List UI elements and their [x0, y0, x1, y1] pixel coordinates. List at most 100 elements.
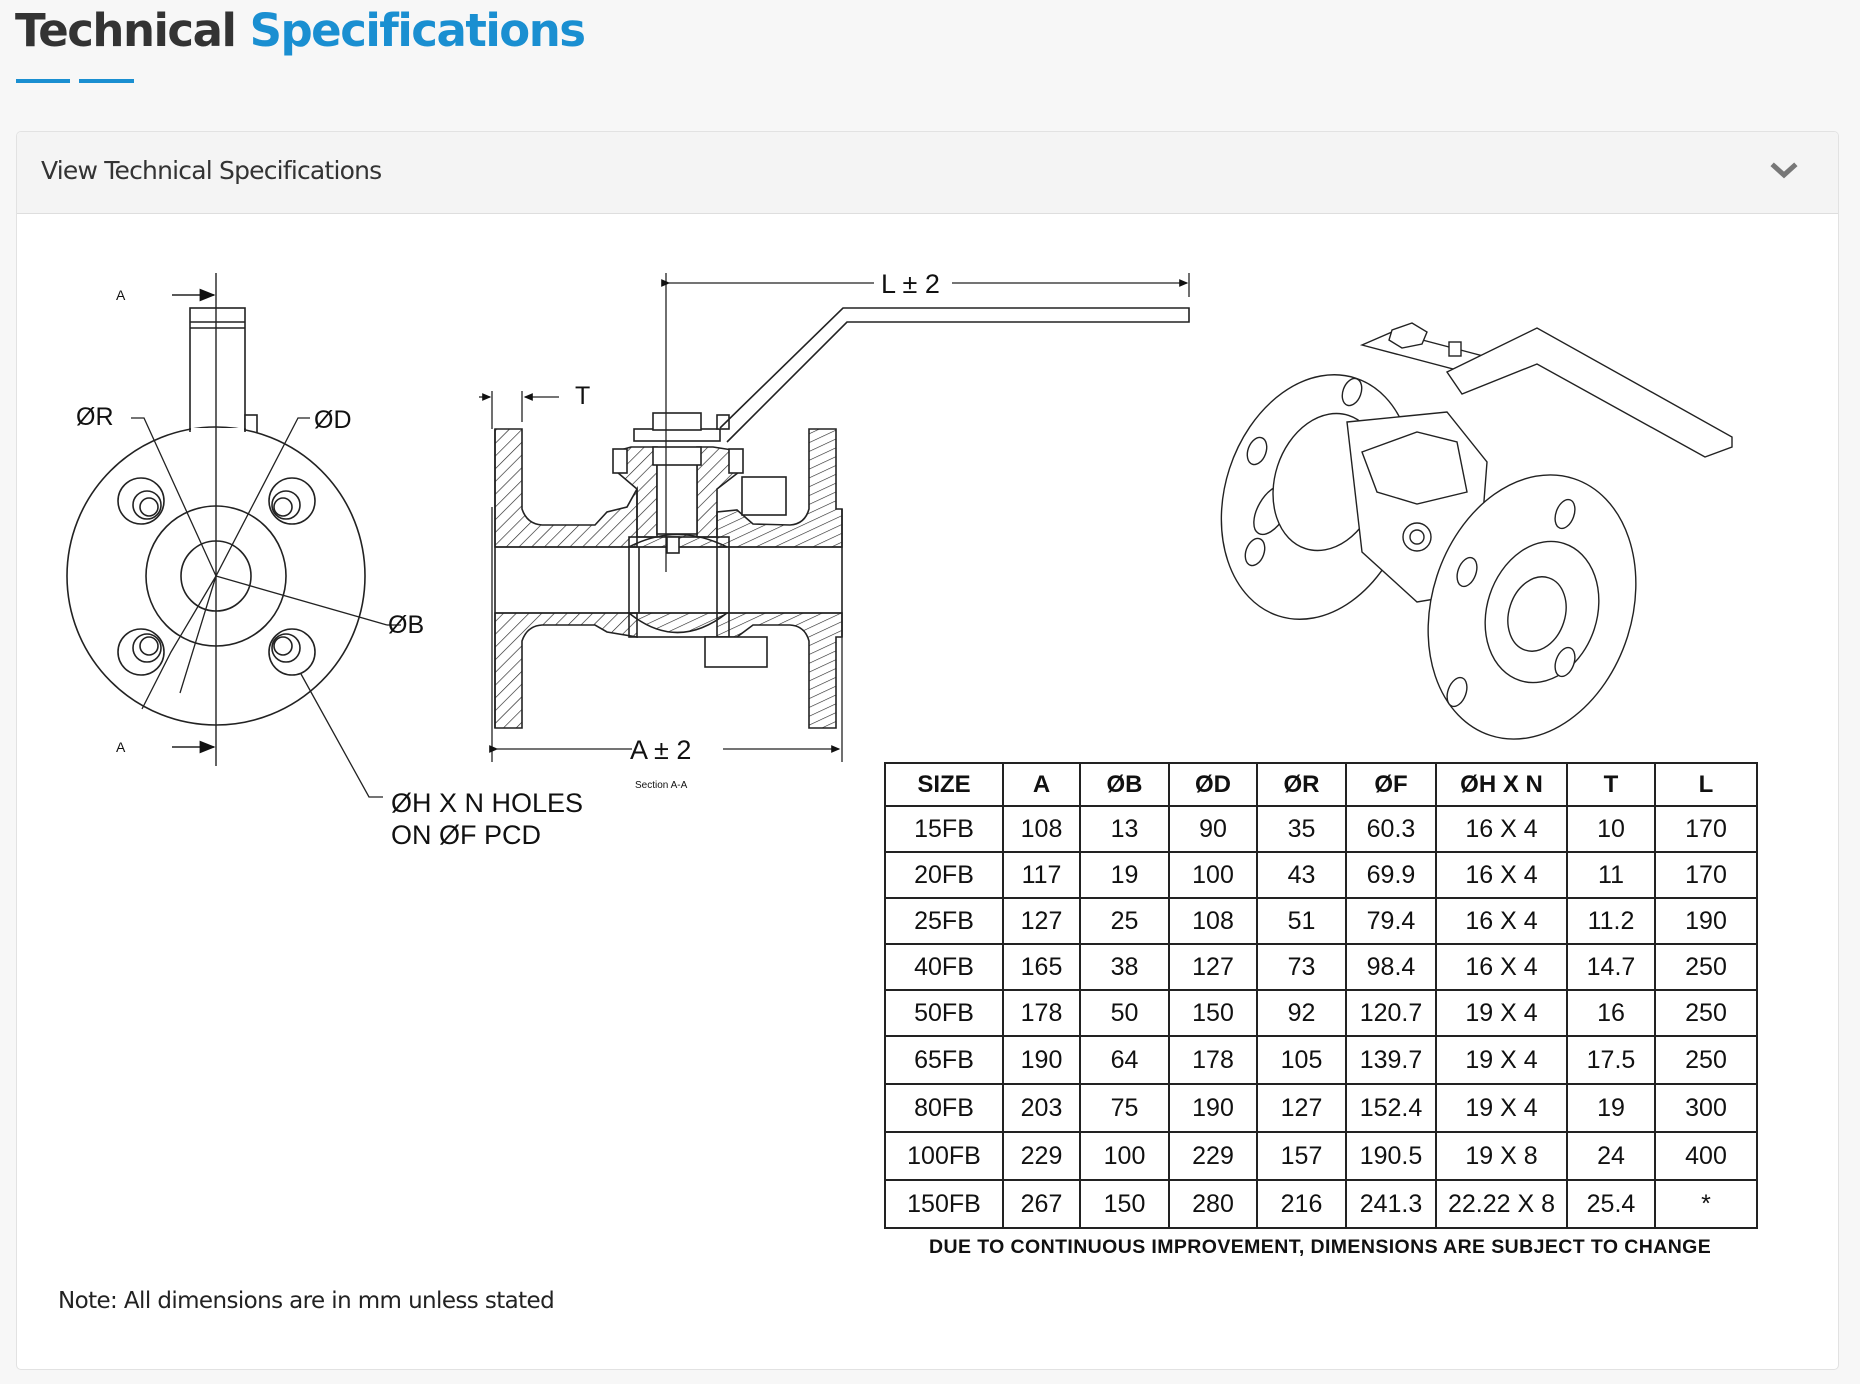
dimension-cell: 16 — [1566, 989, 1656, 1037]
column-header: ØH X N — [1435, 762, 1568, 807]
size-cell: 100FB — [884, 1131, 1004, 1181]
thickness-label: T — [575, 382, 590, 410]
dimension-cell: 19 X 4 — [1435, 1083, 1568, 1133]
column-header: L — [1654, 762, 1758, 807]
dimension-cell: 117 — [1002, 851, 1081, 899]
size-cell: 25FB — [884, 897, 1004, 945]
dimension-cell: 19 — [1566, 1083, 1656, 1133]
page-title: Technical Specifications — [15, 4, 586, 57]
accordion-header[interactable]: View Technical Specifications — [17, 132, 1838, 214]
dimension-cell: 150 — [1168, 989, 1258, 1037]
dimension-cell: 16 X 4 — [1435, 943, 1568, 991]
dimension-cell: 170 — [1654, 851, 1758, 899]
section-view — [479, 273, 1190, 762]
dimension-cell: 190.5 — [1345, 1131, 1437, 1181]
column-header: ØB — [1079, 762, 1170, 807]
bolt-hole — [117, 477, 165, 525]
dimension-cell: 157 — [1256, 1131, 1347, 1181]
hole-callout-line-1: ØH X N HOLES — [391, 788, 583, 818]
dimension-cell: 100 — [1168, 851, 1258, 899]
dimension-cell: 127 — [1256, 1083, 1347, 1133]
title-part-2: Specifications — [249, 4, 586, 57]
dimension-cell: 150 — [1079, 1179, 1170, 1229]
title-underline-segment — [79, 79, 134, 83]
stem-nut — [652, 412, 702, 431]
chevron-down-icon[interactable] — [1770, 160, 1798, 182]
length-dimension-label: L ± 2 — [881, 269, 940, 299]
size-cell: 65FB — [884, 1035, 1004, 1085]
column-header: ØR — [1256, 762, 1347, 807]
dimension-cell: 24 — [1566, 1131, 1656, 1181]
dimension-cell: 60.3 — [1345, 805, 1437, 853]
dimension-cell: 16 X 4 — [1435, 805, 1568, 853]
tech-specs-accordion: View Technical Specifications — [16, 131, 1839, 1370]
bolt-hole — [117, 628, 165, 676]
dim-label-d: ØD — [314, 406, 352, 434]
bolt-hole — [268, 477, 316, 525]
table-disclaimer: DUE TO CONTINUOUS IMPROVEMENT, DIMENSION… — [929, 1236, 1712, 1258]
dimension-cell: 14.7 — [1566, 943, 1656, 991]
accordion-header-label: View Technical Specifications — [41, 156, 382, 185]
dimension-cell: * — [1654, 1179, 1758, 1229]
dimension-cell: 17.5 — [1566, 1035, 1656, 1085]
section-marker-label: A — [116, 739, 126, 755]
size-cell: 50FB — [884, 989, 1004, 1037]
dimension-cell: 139.7 — [1345, 1035, 1437, 1085]
dimension-cell: 73 — [1256, 943, 1347, 991]
dimension-cell: 100 — [1079, 1131, 1170, 1181]
dimension-cell: 152.4 — [1345, 1083, 1437, 1133]
dimension-cell: 75 — [1079, 1083, 1170, 1133]
column-header: T — [1566, 762, 1656, 807]
dimension-cell: 69.9 — [1345, 851, 1437, 899]
dimension-cell: 203 — [1002, 1083, 1081, 1133]
dimension-cell: 120.7 — [1345, 989, 1437, 1037]
title-part-1: Technical — [15, 4, 237, 57]
dimension-cell: 64 — [1079, 1035, 1170, 1085]
dimension-cell: 51 — [1256, 897, 1347, 945]
dimension-cell: 25 — [1079, 897, 1170, 945]
dimension-cell: 250 — [1654, 1035, 1758, 1085]
column-header: A — [1002, 762, 1081, 807]
dimension-cell: 229 — [1168, 1131, 1258, 1181]
dimension-cell: 19 X 8 — [1435, 1131, 1568, 1181]
dimension-cell: 241.3 — [1345, 1179, 1437, 1229]
dimension-cell: 35 — [1256, 805, 1347, 853]
dimension-cell: 170 — [1654, 805, 1758, 853]
dimension-cell: 280 — [1168, 1179, 1258, 1229]
dimension-cell: 178 — [1168, 1035, 1258, 1085]
dimension-cell: 250 — [1654, 943, 1758, 991]
title-underline-segment — [16, 79, 70, 83]
dimension-cell: 38 — [1079, 943, 1170, 991]
dim-label-r: ØR — [76, 403, 114, 431]
dimension-cell: 90 — [1168, 805, 1258, 853]
isometric-view — [1220, 322, 1733, 740]
size-cell: 40FB — [884, 943, 1004, 991]
dimension-cell: 178 — [1002, 989, 1081, 1037]
dimension-cell: 108 — [1168, 897, 1258, 945]
dimension-cell: 190 — [1002, 1035, 1081, 1085]
column-header: ØF — [1345, 762, 1437, 807]
dimension-cell: 98.4 — [1345, 943, 1437, 991]
units-note: Note: All dimensions are in mm unless st… — [58, 1288, 555, 1314]
dimension-cell: 13 — [1079, 805, 1170, 853]
dimension-cell: 400 — [1654, 1131, 1758, 1181]
dimension-cell: 11.2 — [1566, 897, 1656, 945]
section-caption: Section A-A — [635, 780, 688, 791]
dimension-cell: 190 — [1654, 897, 1758, 945]
size-cell: 80FB — [884, 1083, 1004, 1133]
dimension-cell: 127 — [1168, 943, 1258, 991]
dimension-cell: 22.22 X 8 — [1435, 1179, 1568, 1229]
dim-label-b: ØB — [388, 611, 424, 639]
dimension-cell: 19 X 4 — [1435, 989, 1568, 1037]
dimension-cell: 127 — [1002, 897, 1081, 945]
dimension-cell: 25.4 — [1566, 1179, 1656, 1229]
dimension-cell: 92 — [1256, 989, 1347, 1037]
table-header-row: SIZE A ØB ØD ØR ØF ØH X N T L — [884, 762, 1758, 807]
